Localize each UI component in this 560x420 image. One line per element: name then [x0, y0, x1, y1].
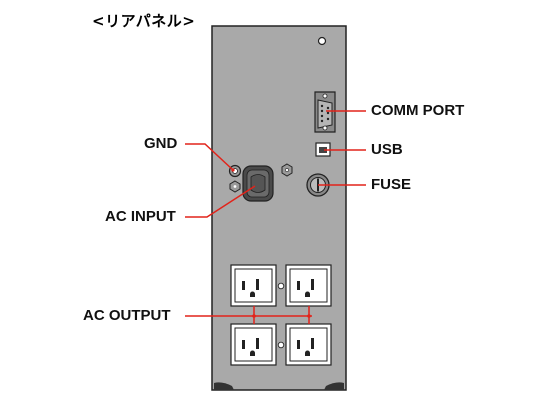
outlet-screw-bottom: [277, 341, 285, 349]
ac-outlet-top-right: [285, 264, 332, 307]
panel-title: <リアパネル>: [92, 12, 196, 30]
comm-port-connector: [314, 91, 336, 133]
label-ac-output: AC OUTPUT: [83, 307, 171, 324]
outlet-screw-top: [277, 282, 285, 290]
label-ac-input: AC INPUT: [105, 208, 176, 225]
screw-hole: [317, 36, 327, 46]
ac-input-inlet: [242, 165, 274, 202]
label-usb: USB: [371, 141, 403, 158]
ac-outlet-bottom-right: [285, 323, 332, 366]
ac-outlet-bottom-left: [230, 323, 277, 366]
label-gnd: GND: [144, 135, 178, 152]
label-comm-port: COMM PORT: [371, 102, 465, 119]
leader-gnd: [185, 143, 234, 171]
ac-outlet-top-left: [230, 264, 277, 307]
right-foot: [324, 382, 344, 390]
leader-ac-input: [185, 185, 256, 218]
label-fuse: FUSE: [371, 176, 412, 193]
left-foot: [214, 382, 234, 390]
gnd-terminal: [228, 164, 242, 178]
